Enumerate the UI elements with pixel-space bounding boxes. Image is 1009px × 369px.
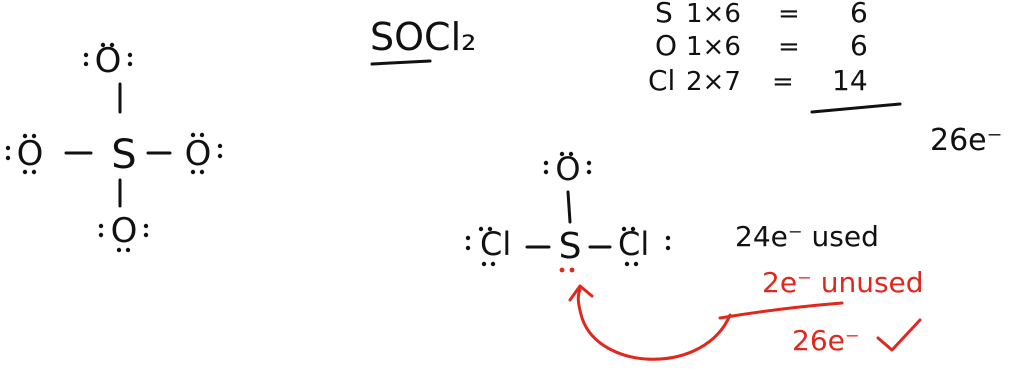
sulfur-lone-pair-dot xyxy=(559,267,565,273)
lone-pair-dot xyxy=(586,160,592,166)
lone-pair-dot xyxy=(465,235,471,241)
lone-pair-dot xyxy=(543,160,549,166)
title-underline xyxy=(370,59,432,66)
valence-count: S 1×6 = 6 O 1×6 = 6 Cl 2×7 = 14 26e⁻ xyxy=(648,0,1002,158)
lone-pair-dot xyxy=(487,226,493,232)
count-expression: 2×7 xyxy=(686,67,741,97)
lone-pair-dot xyxy=(481,261,487,267)
sum-line xyxy=(810,102,902,114)
lone-pair-dot xyxy=(125,247,131,253)
lone-pair-dot xyxy=(465,245,471,251)
electrons-total-label: 26e⁻ xyxy=(792,324,860,357)
lone-pair-dot xyxy=(624,261,630,267)
molecule-title: SOCl₂ xyxy=(370,15,476,66)
count-element: O xyxy=(655,29,677,62)
count-element: S xyxy=(655,0,673,29)
lone-pair-dot xyxy=(116,247,122,253)
lone-pair-dot xyxy=(98,223,104,229)
lone-pair-dot xyxy=(621,226,627,232)
lone-pair-dot xyxy=(83,52,89,58)
lone-pair-dot xyxy=(109,42,115,48)
lone-pair-dot xyxy=(22,169,28,175)
lone-pair-dot xyxy=(5,155,11,161)
lone-pair-dot xyxy=(217,153,223,159)
lone-pair-dot xyxy=(22,133,28,139)
count-equals: = xyxy=(778,0,800,29)
sulfate-top-oxygen: O xyxy=(95,41,122,81)
socl2-right-chlorine: Cl xyxy=(618,225,649,263)
count-equals: = xyxy=(778,32,800,62)
lone-pair-dot xyxy=(478,226,484,232)
socl2-left-chlorine: Cl xyxy=(480,225,511,263)
sulfate-central-sulfur: S xyxy=(111,132,136,178)
lone-pair-dot xyxy=(633,261,639,267)
page-title: SOCl₂ xyxy=(370,15,476,59)
red-sum-line xyxy=(718,301,844,320)
lone-pair-dot xyxy=(586,169,592,175)
count-element: Cl xyxy=(648,64,675,97)
socl2-top-oxygen: O xyxy=(555,150,580,188)
arrow-head-icon xyxy=(568,284,594,302)
electrons-used-label: 24e⁻ used xyxy=(735,220,879,253)
lone-pair-dot xyxy=(143,223,149,229)
sulfate-bottom-oxygen: O xyxy=(111,211,138,251)
sulfur-lone-pair-dot xyxy=(569,267,575,273)
electron-tally: 24e⁻ used 2e⁻ unused 26e⁻ xyxy=(718,220,924,357)
count-expression: 1×6 xyxy=(686,32,741,62)
lone-pair-dot xyxy=(190,169,196,175)
lone-pair-dot xyxy=(665,245,671,251)
count-value: 14 xyxy=(832,64,868,97)
sulfate-structure: O O S O O xyxy=(5,41,223,253)
lone-pair-dot xyxy=(31,133,37,139)
lone-pair-dot xyxy=(100,42,106,48)
lone-pair-dot xyxy=(490,261,496,267)
lone-pair-dot xyxy=(199,169,205,175)
lone-pair-dot xyxy=(98,232,104,238)
lone-pair-dot xyxy=(630,226,636,232)
red-arrow xyxy=(568,284,732,361)
lone-pair-dot xyxy=(559,151,565,157)
thionyl-chloride-structure: O Cl S Cl xyxy=(465,150,671,273)
lone-pair-dot xyxy=(127,61,133,67)
lone-pair-dot xyxy=(31,169,37,175)
count-total: 26e⁻ xyxy=(930,123,1002,158)
count-expression: 1×6 xyxy=(686,0,741,29)
lone-pair-dot xyxy=(665,235,671,241)
lone-pair-dot xyxy=(190,132,196,138)
count-value: 6 xyxy=(850,29,868,62)
count-value: 6 xyxy=(850,0,868,29)
arrow-shaft xyxy=(576,288,732,361)
lone-pair-dot xyxy=(217,143,223,149)
lone-pair-dot xyxy=(568,151,574,157)
lone-pair-dot xyxy=(543,169,549,175)
lone-pair-dot xyxy=(199,132,205,138)
bond-line xyxy=(566,190,572,224)
count-equals: = xyxy=(772,67,794,97)
electrons-unused-label: 2e⁻ unused xyxy=(762,266,924,299)
lone-pair-dot xyxy=(143,232,149,238)
lone-pair-dot xyxy=(5,145,11,151)
sulfate-left-oxygen: O xyxy=(17,134,44,174)
socl2-central-sulfur: S xyxy=(559,226,582,267)
lone-pair-dot xyxy=(127,52,133,58)
checkmark-icon xyxy=(876,318,922,352)
lone-pair-dot xyxy=(83,61,89,67)
sulfate-right-oxygen: O xyxy=(185,134,212,174)
